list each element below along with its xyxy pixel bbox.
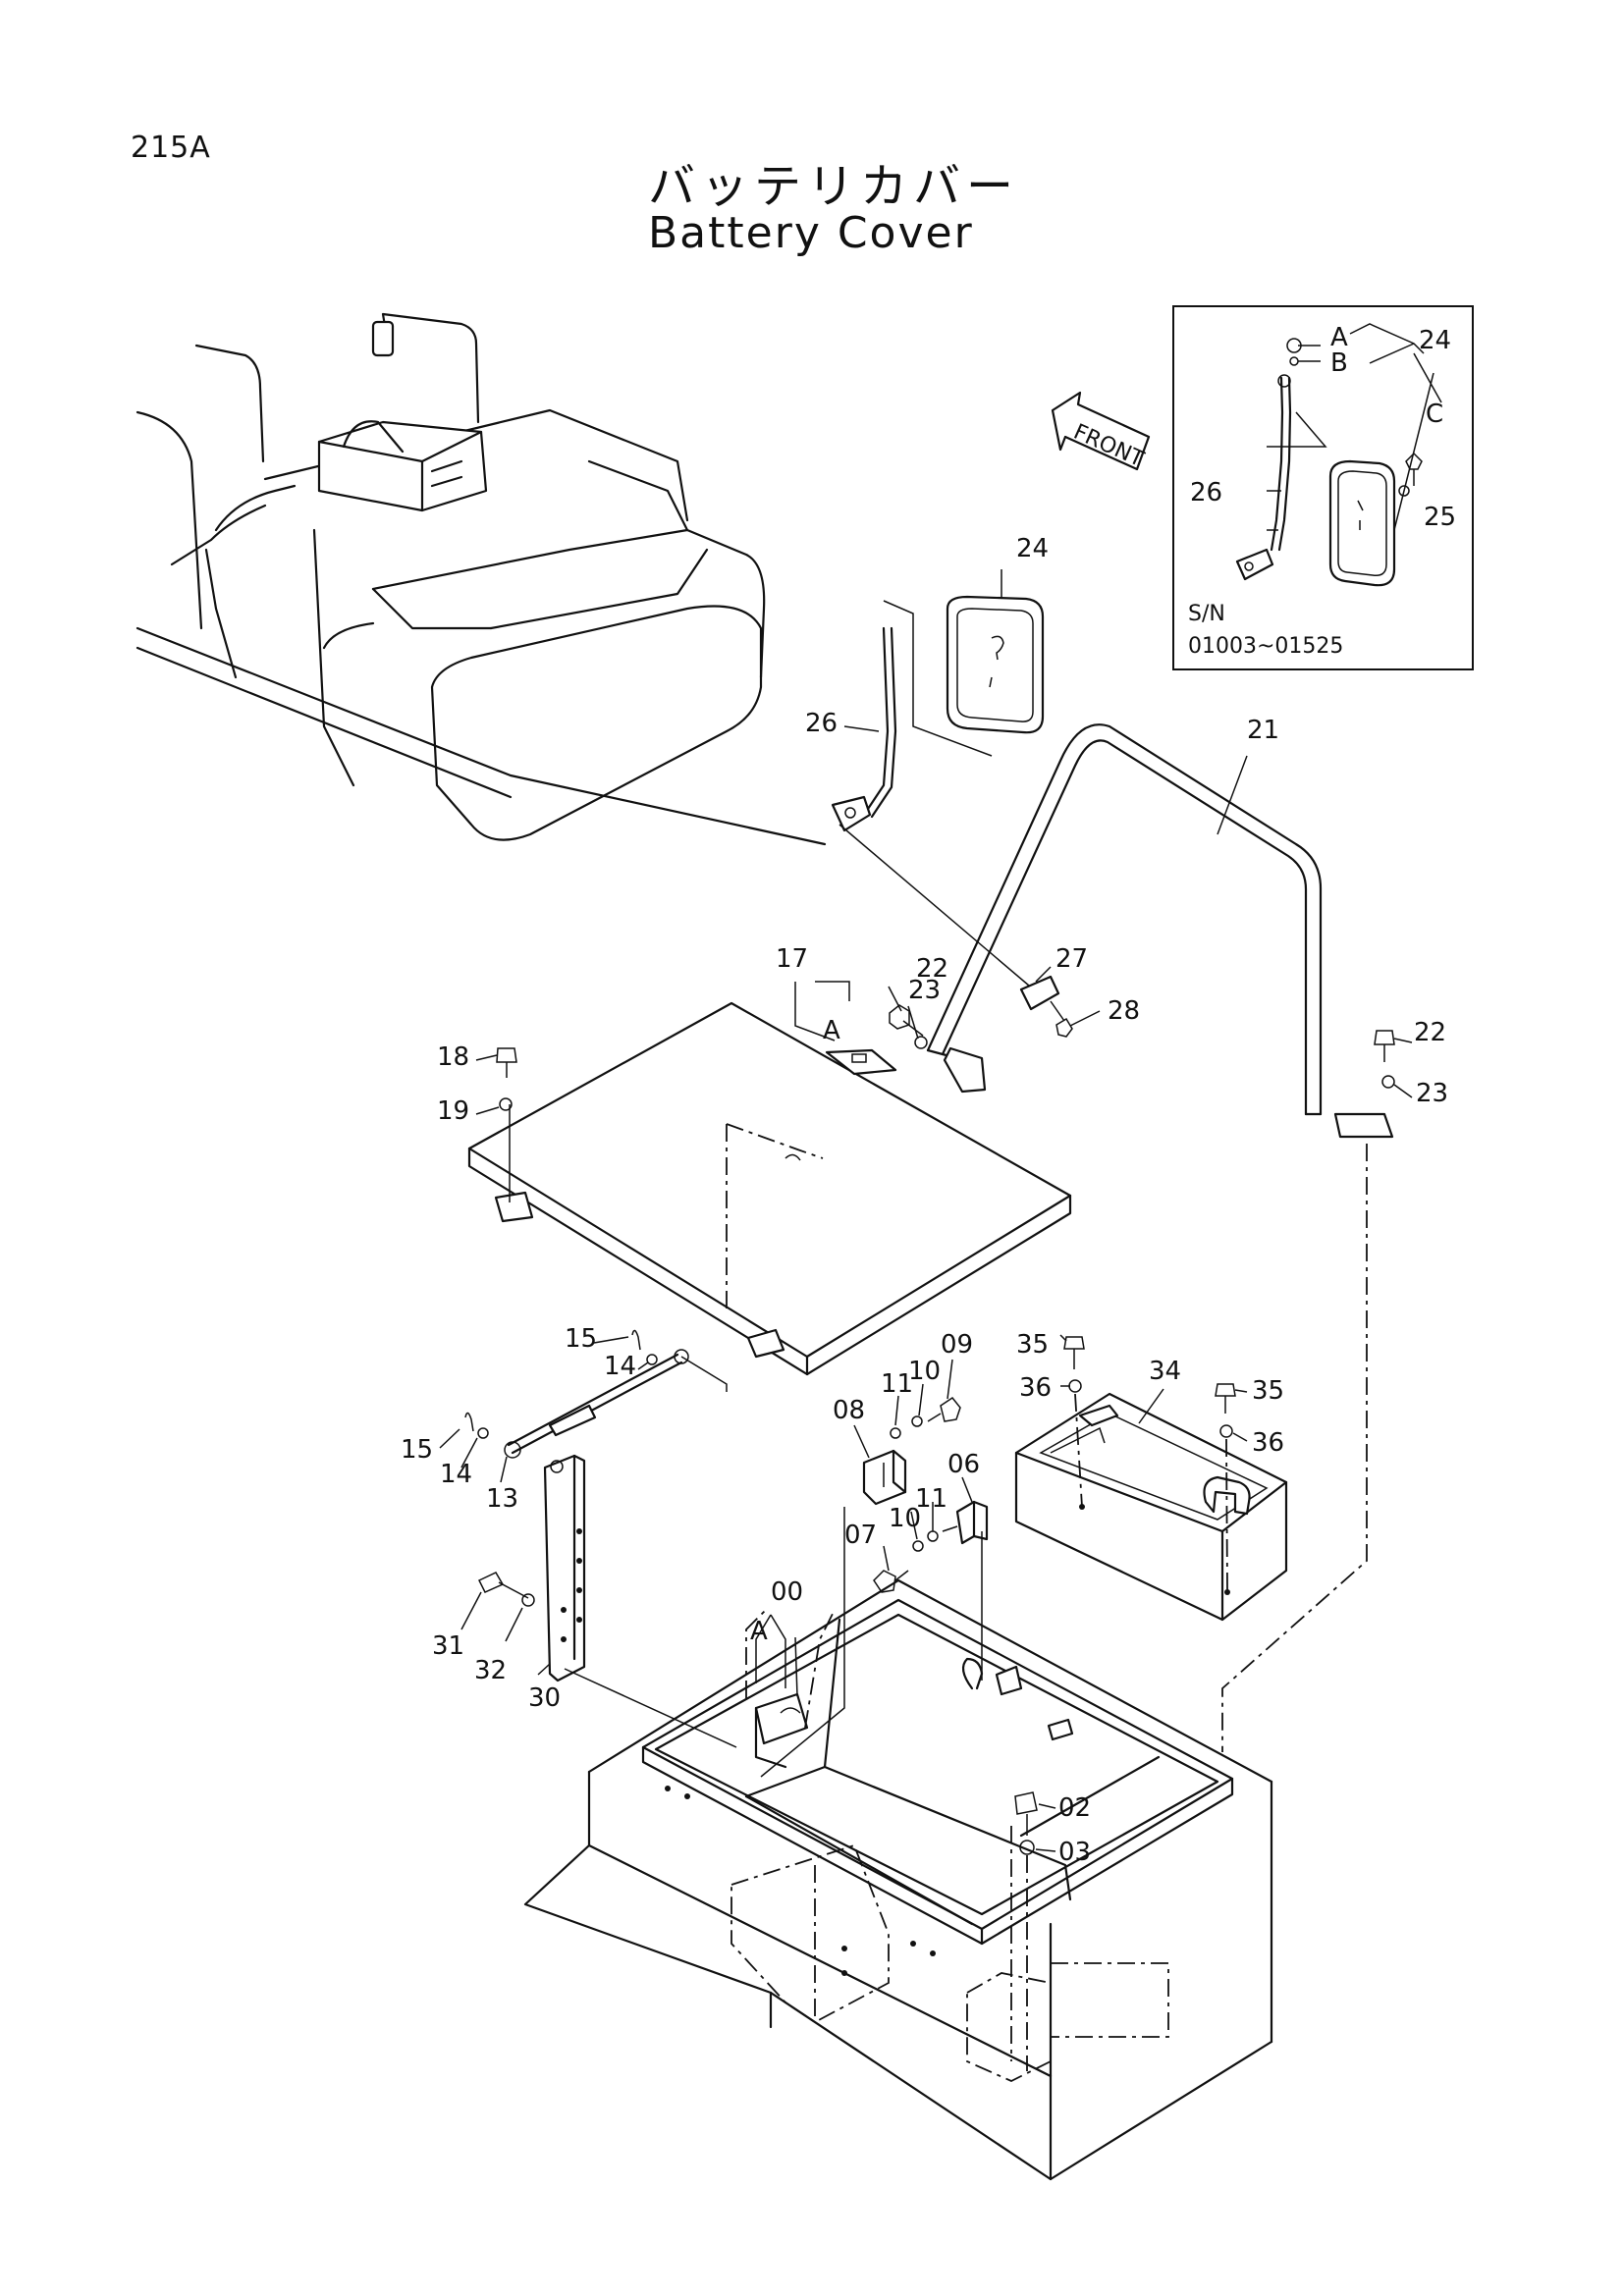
callout-22-right: 22 [1414,1018,1446,1047]
callout-21: 21 [1247,716,1279,745]
callout-18: 18 [437,1042,469,1072]
callout-07: 07 [844,1521,877,1550]
clamps [760,1396,989,1778]
inset-callout-26: 26 [1190,478,1222,507]
callout-14-upper: 14 [604,1352,636,1381]
callout-02: 02 [1058,1793,1091,1823]
callout-09: 09 [941,1330,973,1360]
callout-10-upper: 10 [908,1357,941,1386]
inset-letter-a: A [1330,323,1348,352]
callout-23-left: 23 [908,976,941,1005]
callout-30: 30 [528,1683,561,1713]
handrail-21 [889,723,1395,1752]
machine-overview [135,312,827,846]
callout-27: 27 [1055,944,1088,974]
callout-17: 17 [776,944,808,974]
callout-32: 32 [474,1656,507,1685]
callout-08: 08 [833,1396,865,1425]
ref-a-cover: A [823,1016,840,1045]
callout-11-upper: 11 [881,1369,913,1399]
callout-06: 06 [947,1450,980,1479]
callout-35-left: 35 [1016,1330,1049,1360]
title-japanese: バッテリカバー [648,159,1020,214]
callout-15-upper: 15 [565,1324,597,1354]
mirror-assembly [831,595,1045,992]
callout-34: 34 [1149,1357,1181,1386]
callout-leaders [439,569,1413,1852]
callout-31: 31 [432,1631,464,1661]
callout-11-lower: 11 [915,1484,947,1514]
inset-letter-b: B [1330,348,1348,378]
serial-inset [1172,305,1474,670]
inset-callout-25: 25 [1424,503,1456,532]
ref-a-box: A [750,1617,768,1646]
page-id: 215A [131,131,211,165]
inset-serial-range: 01003~01525 [1188,634,1343,659]
callout-22-left: 22 [916,954,948,984]
front-arrow: FRONT [1051,391,1151,472]
inset-letter-c: C [1426,400,1443,429]
stay-30 [477,1454,737,1748]
callout-26: 26 [805,709,838,738]
callout-03: 03 [1058,1838,1091,1867]
callout-36-left: 36 [1019,1373,1052,1403]
callout-36-right: 36 [1252,1428,1284,1458]
battery-tray-34 [1014,1336,1288,1622]
title-english: Battery Cover [648,208,974,258]
callout-15-lower: 15 [401,1435,433,1465]
battery-cover-17 [467,981,1072,1376]
callout-00: 00 [771,1577,803,1607]
gas-strut [464,1329,728,1459]
battery-box [523,1578,1273,2181]
callout-19: 19 [437,1096,469,1126]
inset-callout-24: 24 [1419,326,1451,355]
callout-10-lower: 10 [889,1504,921,1533]
callout-28: 28 [1108,996,1140,1026]
callout-13: 13 [486,1484,518,1514]
callout-23-right: 23 [1416,1079,1448,1108]
callout-24: 24 [1016,534,1049,563]
inset-serial-label: S/N [1188,602,1225,626]
callout-35-right: 35 [1252,1376,1284,1406]
callout-14-lower: 14 [440,1460,472,1489]
